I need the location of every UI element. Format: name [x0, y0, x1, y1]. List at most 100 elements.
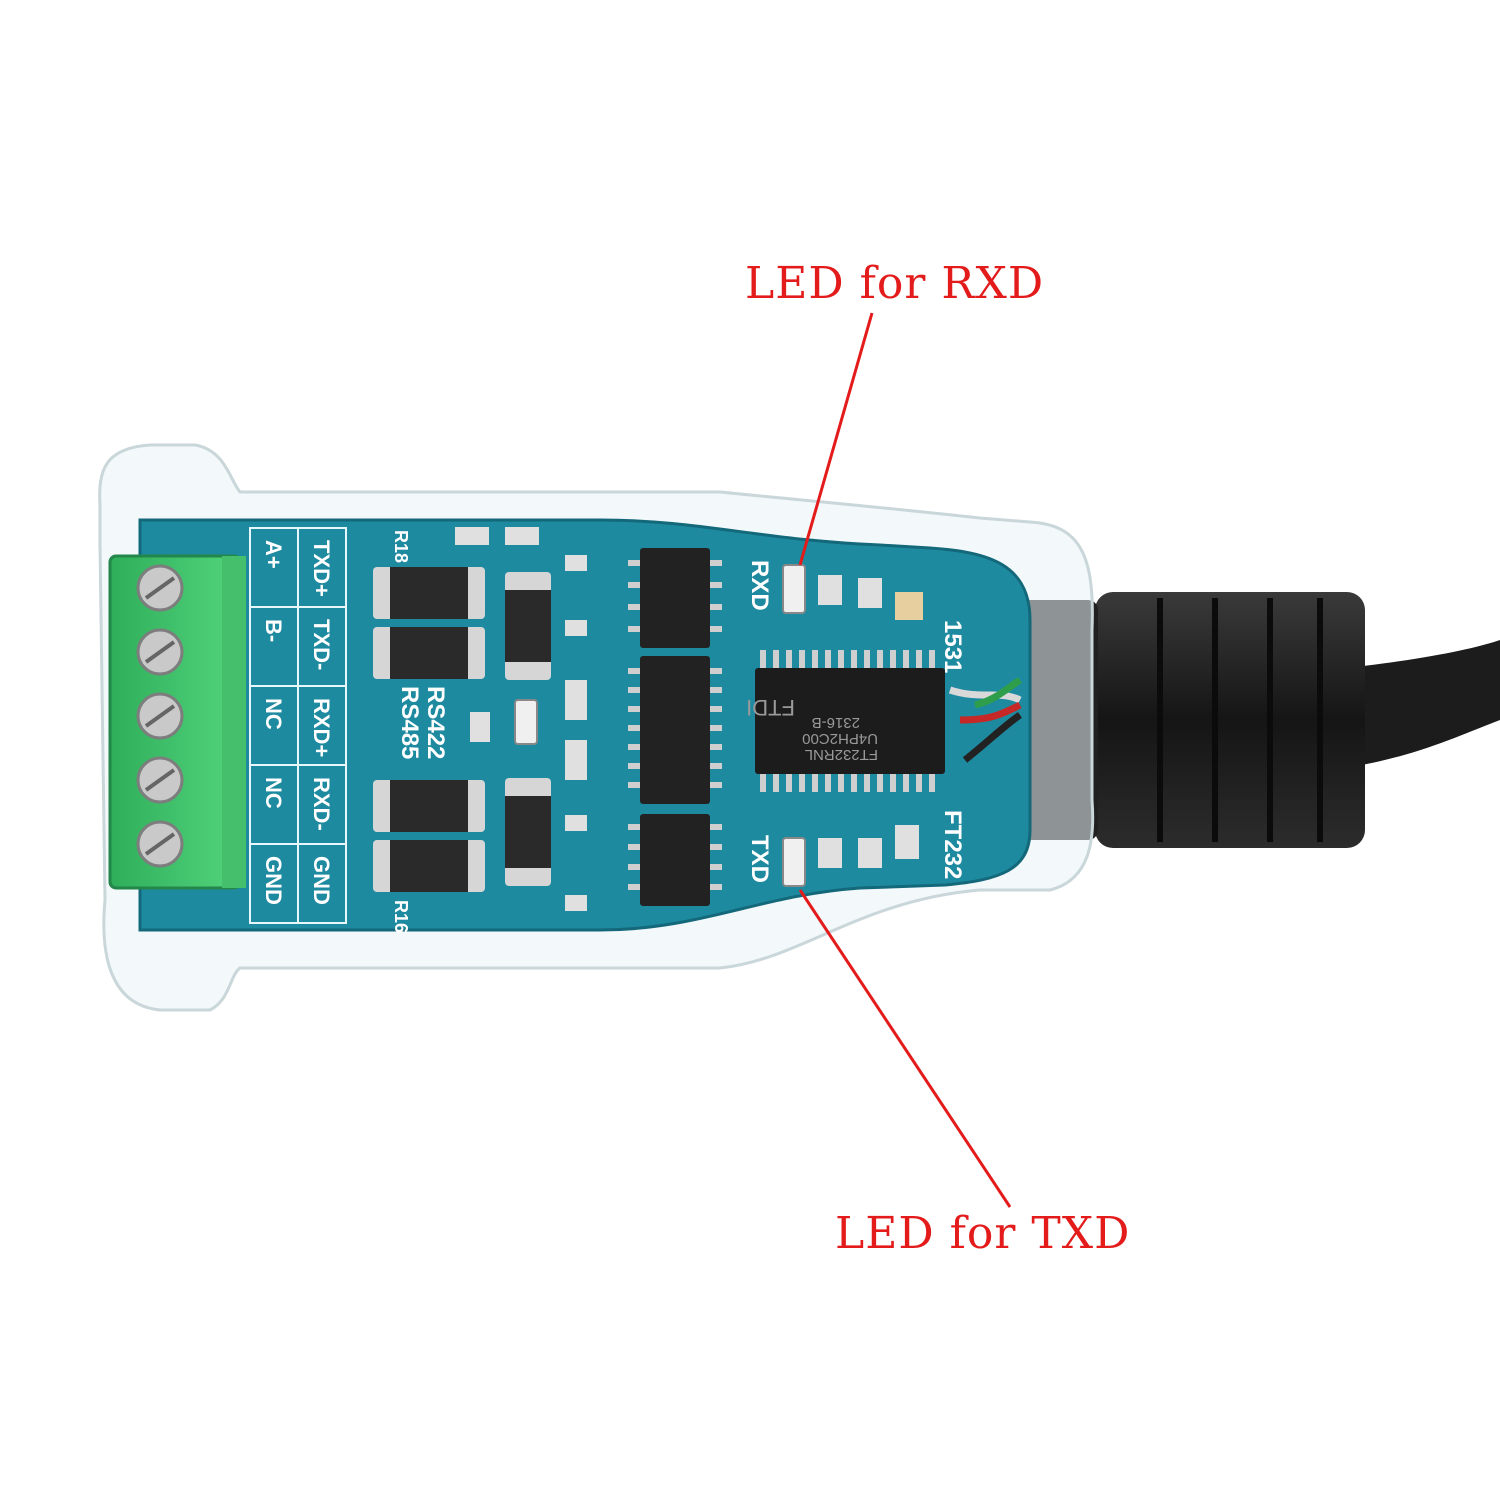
ic-pin [708, 884, 722, 890]
ic-pin [708, 626, 722, 632]
ftdi-pin [812, 650, 818, 668]
ic-pin [708, 864, 722, 870]
screw-slot-4 [144, 832, 176, 856]
ftdi-pin [890, 650, 896, 668]
rs422-label: RS422 [422, 686, 449, 759]
terminal-label-b-2: RXD+ [309, 698, 334, 757]
ftdi-pin [786, 774, 792, 792]
ic-pin [628, 864, 642, 870]
txd-led [782, 837, 806, 887]
edge-text-top: 1531 [939, 620, 966, 673]
txd-callout-line [798, 889, 1012, 1208]
screw-slot-1 [144, 640, 176, 664]
txd-silkscreen: TXD [746, 835, 773, 883]
ftdi-pin [864, 774, 870, 792]
ftdi-pin [929, 774, 935, 792]
usb-wires [948, 677, 1022, 763]
ic-pin [628, 687, 642, 693]
ic-pin [708, 582, 722, 588]
ftdi-pin [773, 774, 779, 792]
diodes [373, 567, 551, 892]
ftdi-pin [916, 774, 922, 792]
terminal-label-a-1: B- [261, 619, 286, 642]
terminal-label-b-0: TXD+ [309, 540, 334, 597]
ic-pin [628, 782, 642, 788]
ftdi-chip-marking: FTDI 2316-B U4PH2C00 FT232RNL [746, 695, 878, 763]
ftdi-pin [916, 650, 922, 668]
terminal-block [108, 554, 246, 890]
ftdi-pin [877, 650, 883, 668]
ic-pin [628, 582, 642, 588]
ftdi-pin [760, 774, 766, 792]
ftdi-pin [890, 774, 896, 792]
ftdi-pin [773, 650, 779, 668]
terminal-label-b-4: GND [309, 856, 334, 905]
ic-pin [708, 560, 722, 566]
ftdi-pin [812, 774, 818, 792]
resistor-ref-top: R18 [391, 530, 411, 563]
ic-pin [708, 604, 722, 610]
rxd-callout-line [798, 312, 874, 566]
ic-chips [628, 548, 945, 906]
ic-pin [708, 687, 722, 693]
ic-pin [708, 668, 722, 674]
terminal-label-a-2: NC [261, 698, 286, 730]
ic-pin [628, 824, 642, 830]
terminal-label-a-0: A+ [261, 540, 286, 569]
ic-pin [628, 668, 642, 674]
ftdi-pin [799, 774, 805, 792]
ic-pin [628, 626, 642, 632]
ic-pin [708, 763, 722, 769]
smd-components [455, 527, 923, 911]
ic-pin [708, 844, 722, 850]
ic-pin [628, 884, 642, 890]
rs485-label: RS485 [396, 686, 423, 759]
ftdi-pin [877, 774, 883, 792]
ftdi-pin [851, 774, 857, 792]
ftdi-pin [786, 650, 792, 668]
ic-pin [628, 604, 642, 610]
pcb-board [138, 518, 1032, 932]
terminal-label-a-4: GND [261, 856, 286, 905]
rxd-silkscreen: RXD [746, 560, 773, 611]
ic-pin [708, 725, 722, 731]
ftdi-pin [838, 650, 844, 668]
rxd-led [782, 564, 806, 614]
terminal-label-b-1: TXD- [309, 619, 334, 670]
ftdi-pin [799, 650, 805, 668]
terminal-label-a-3: NC [261, 777, 286, 809]
ic-pin [708, 706, 722, 712]
ftdi-pin [929, 650, 935, 668]
terminal-label-b-3: RXD- [309, 777, 334, 831]
ftdi-pin [825, 650, 831, 668]
ftdi-pin [864, 650, 870, 668]
ic-pin [708, 744, 722, 750]
ic-pin [628, 744, 642, 750]
screw-slot-3 [144, 768, 176, 792]
ic-pin [708, 824, 722, 830]
txd-led-callout: LED for TXD [835, 1208, 1131, 1259]
ftdi-pin [903, 774, 909, 792]
terminal-labels-col-b: TXD+ TXD- RXD+ RXD- GND [309, 540, 334, 905]
ftdi-pin [838, 774, 844, 792]
ftdi-pin [851, 650, 857, 668]
power-led [514, 699, 538, 745]
ic-pin [628, 844, 642, 850]
rxd-led-callout: LED for RXD [745, 258, 1045, 309]
ic-pin [628, 560, 642, 566]
ic-pin [708, 782, 722, 788]
silkscreen-grid [249, 527, 347, 924]
screw-slot-0 [144, 576, 176, 600]
chip-line-3: U4PH2C00 [802, 730, 878, 747]
ic-pin [628, 763, 642, 769]
ic-pin [628, 725, 642, 731]
ftdi-pin [825, 774, 831, 792]
ftdi-pin [903, 650, 909, 668]
resistor-ref-bottom: R16 [391, 900, 411, 933]
chip-line-4: FT232RNL [805, 746, 878, 763]
chip-line-2: 2316-B [812, 714, 860, 731]
ic-pin [628, 706, 642, 712]
edge-text-bottom: FT232 [939, 810, 966, 879]
terminal-labels-col-a: A+ B- NC NC GND [261, 540, 286, 905]
